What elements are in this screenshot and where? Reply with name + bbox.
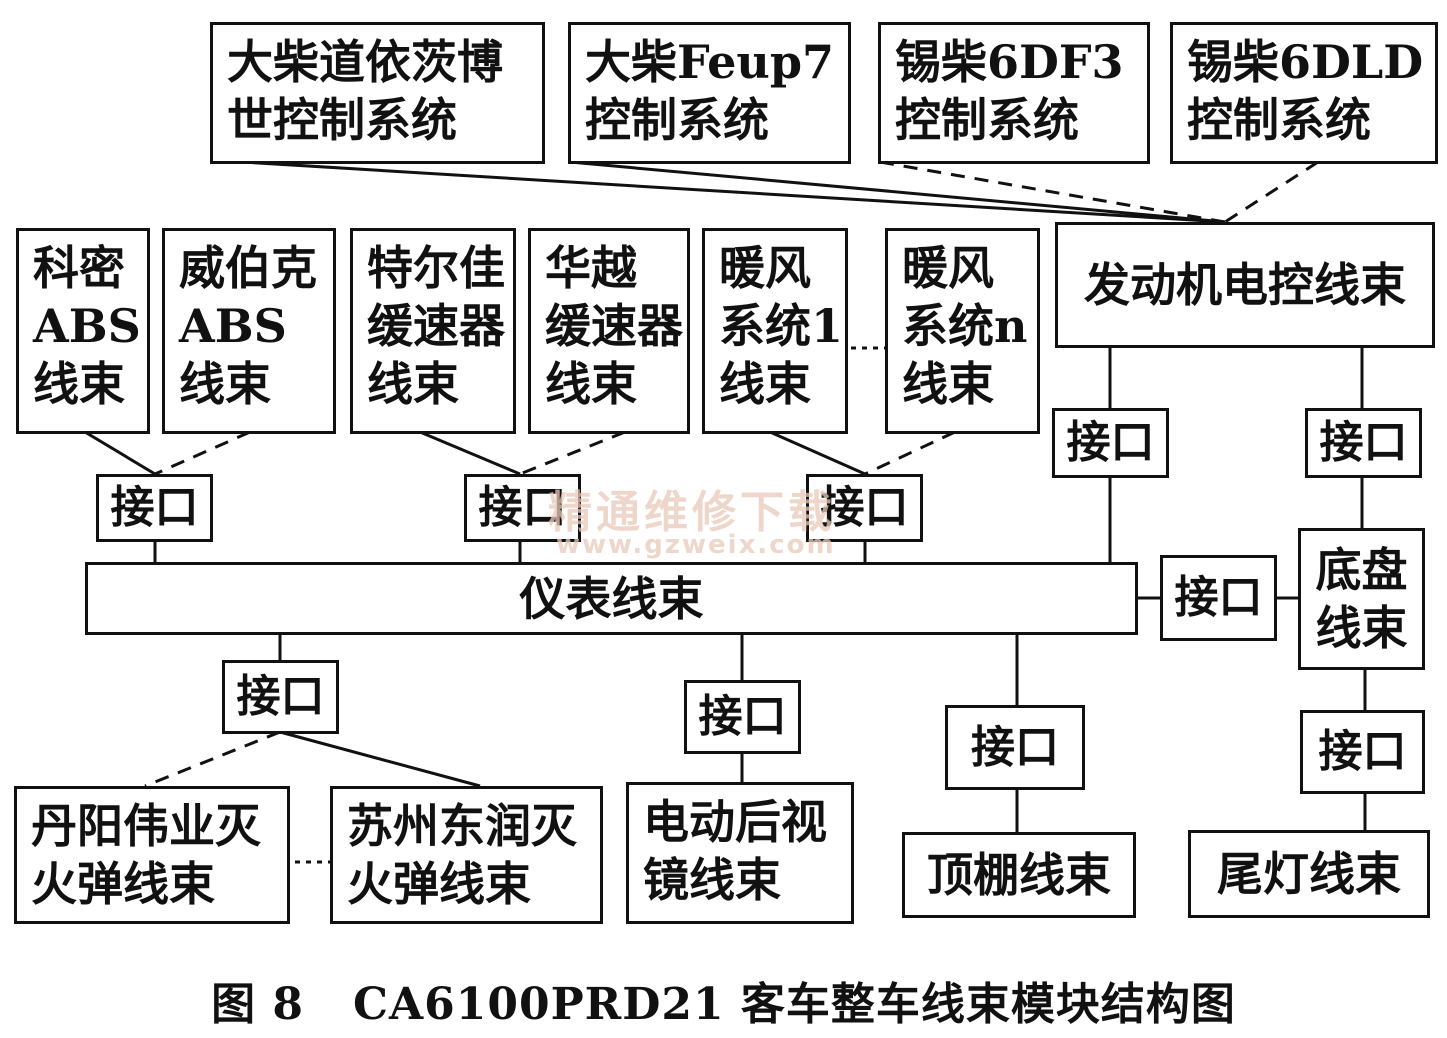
- dachai-feup7-control-system: 大柴Feup7 控制系统: [568, 22, 851, 164]
- xichai-6df3-control-system: 锡柴6DF3 控制系统: [878, 22, 1150, 164]
- interface-instrument-chassis: 接口: [1160, 555, 1277, 641]
- danyang-fire-suppression-harness: 丹阳伟业灭 火弹线束: [14, 786, 290, 924]
- watermark-url: www.gzweix.com: [556, 530, 836, 560]
- interface-engine-chassis: 接口: [1305, 408, 1422, 478]
- taillight-harness: 尾灯线束: [1188, 830, 1430, 918]
- watermark-title: 精通维修下载: [548, 487, 836, 538]
- engine-harness: 发动机电控线束: [1055, 222, 1435, 348]
- figure-caption: 图 8 CA6100PRD21 客车整车线束模块结构图: [211, 979, 1236, 1030]
- power-mirror-harness: 电动后视 镜线束: [626, 782, 854, 924]
- instrument-harness: 仪表线束: [85, 562, 1138, 635]
- heater-system-n-harness: 暖风 系统n 线束: [885, 228, 1040, 434]
- interface-mirror: 接口: [684, 680, 801, 754]
- chassis-harness: 底盘 线束: [1298, 528, 1425, 670]
- interface-roof: 接口: [945, 705, 1085, 790]
- interface-abs: 接口: [96, 474, 213, 542]
- interface-taillight: 接口: [1300, 710, 1425, 794]
- heater-system-1-harness: 暖风 系统1 线束: [702, 228, 848, 434]
- dachai-deutz-control-system: 大柴道依茨博 世控制系统: [210, 22, 545, 164]
- huayue-retarder-harness: 华越 缓速器 线束: [528, 228, 690, 434]
- interface-engine-instrument: 接口: [1052, 408, 1169, 478]
- xichai-6dld-control-system: 锡柴6DLD 控制系统: [1170, 22, 1438, 164]
- teerjia-retarder-harness: 特尔佳 缓速器 线束: [350, 228, 516, 434]
- interface-retarder: 接口: [464, 474, 581, 542]
- suzhou-fire-suppression-harness: 苏州东润灭 火弹线束: [330, 786, 603, 924]
- interface-fire-suppression: 接口: [222, 660, 339, 734]
- weibo-abs-harness: 威伯克 ABS 线束: [162, 228, 336, 434]
- roof-harness: 顶棚线束: [902, 832, 1136, 918]
- kemi-abs-harness: 科密 ABS 线束: [16, 228, 150, 434]
- interface-heater: 接口: [806, 474, 923, 542]
